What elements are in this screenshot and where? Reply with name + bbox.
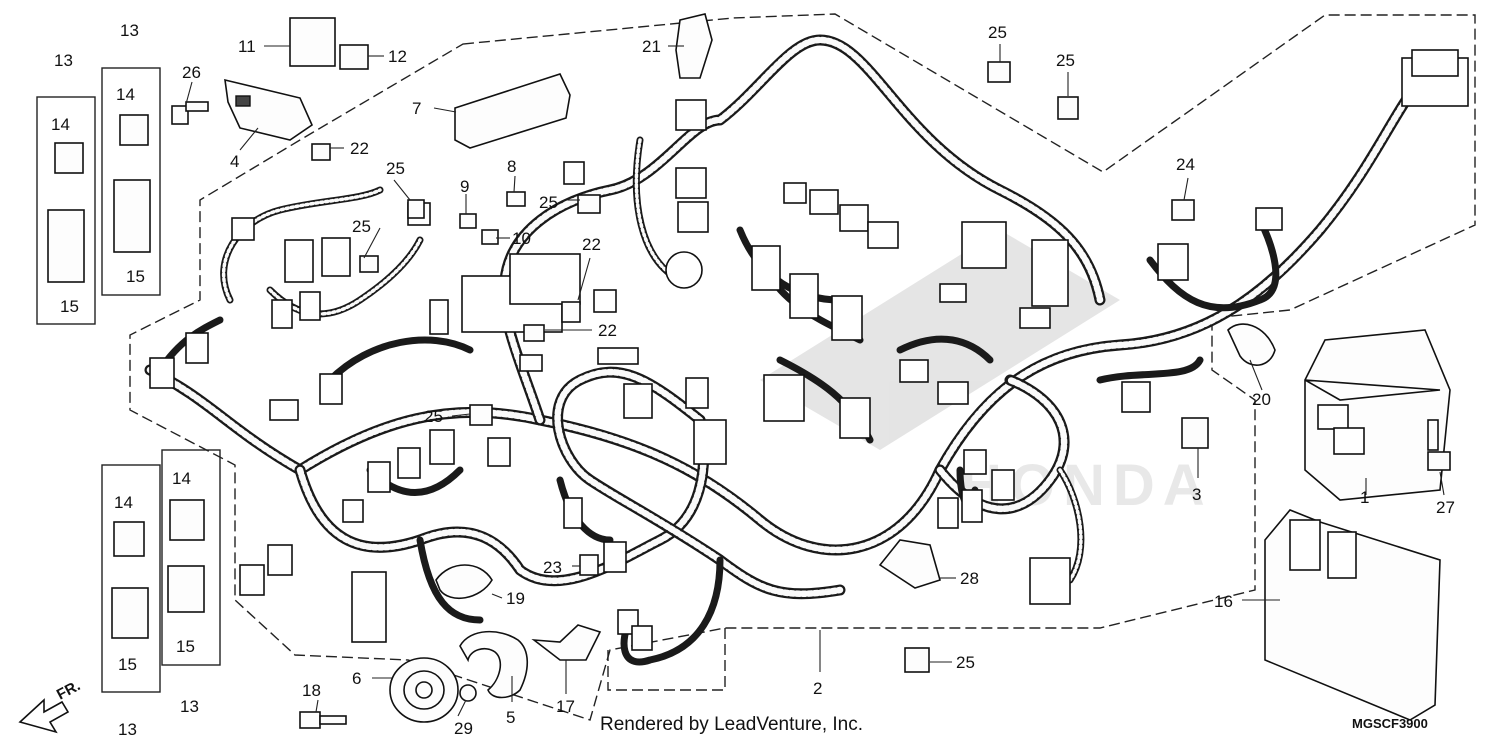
part-22-c	[523, 324, 545, 342]
callout-14-left-top: 14	[51, 115, 70, 134]
callout-14-mid-bottom: 14	[172, 469, 191, 488]
part-25-c	[407, 199, 425, 219]
callout-15-left-bottom: 15	[118, 655, 137, 674]
callout-28: 28	[960, 569, 979, 588]
callout-25-upper-left: 25	[386, 159, 405, 178]
callout-11: 11	[238, 37, 256, 56]
part-28-boot	[878, 539, 941, 589]
callout-13-left-bottom: 13	[118, 720, 137, 739]
callout-2: 2	[813, 679, 822, 698]
callout-12: 12	[388, 47, 407, 66]
part-6-horn	[389, 657, 459, 723]
callout-25-bottom: 25	[956, 653, 975, 672]
part-24-clip	[1171, 199, 1195, 221]
wire-harness	[144, 34, 1426, 600]
callout-15-mid-bottom: 15	[176, 637, 195, 656]
relay-box-mid-top	[101, 67, 161, 296]
part-3-block	[1181, 417, 1209, 449]
callout-4: 4	[230, 152, 239, 171]
callout-15-left-top: 15	[60, 297, 79, 316]
callout-13-mid-top: 13	[120, 21, 139, 40]
callout-8: 8	[507, 157, 516, 176]
callout-26: 26	[182, 63, 201, 82]
callout-22-mid: 22	[582, 235, 601, 254]
part-control-unit	[1304, 329, 1451, 501]
part-7-cover	[454, 73, 571, 149]
callout-10: 10	[512, 229, 531, 248]
callout-22-lower: 22	[598, 321, 617, 340]
callout-25-left-mid: 25	[352, 217, 371, 236]
harness-inner-boundary	[607, 628, 726, 691]
callout-15-mid-top: 15	[126, 267, 145, 286]
callout-23: 23	[543, 558, 562, 577]
callout-13-left-top: 13	[54, 51, 73, 70]
part-11-relay	[289, 17, 336, 67]
callout-21: 21	[642, 37, 661, 56]
relay-set-mid-top	[113, 114, 151, 253]
leader-lines	[185, 44, 1445, 717]
part-20-clamp	[1227, 323, 1276, 366]
part-26-bolt	[171, 101, 209, 125]
part-21-clip	[675, 13, 713, 79]
callout-25-top-right-b: 25	[1056, 51, 1075, 70]
part-23-clip	[579, 554, 599, 576]
callout-14-mid-top: 14	[116, 85, 135, 104]
callout-14-left-bottom: 14	[114, 493, 133, 512]
callout-29: 29	[454, 719, 473, 738]
relay-set-left-top	[47, 142, 85, 283]
part-22-a	[311, 143, 331, 161]
relay-box-left-top	[36, 96, 96, 325]
callout-6: 6	[352, 669, 361, 688]
part-16-ecu	[1264, 509, 1441, 721]
branch-wires	[156, 136, 1280, 666]
render-credit: Rendered by LeadVenture, Inc.	[600, 714, 863, 735]
callout-25-lower: 25	[424, 407, 443, 426]
part-25-b	[1057, 96, 1079, 120]
callout-1: 1	[1360, 488, 1369, 507]
part-4-bracket	[224, 78, 314, 141]
part-27-bolt	[1427, 419, 1451, 471]
front-direction-label: FR.	[54, 677, 83, 703]
part-8-fuse	[506, 191, 526, 207]
part-18-bolt	[299, 711, 347, 729]
callout-13-mid-bottom: 13	[180, 697, 199, 716]
part-25-a	[987, 61, 1011, 83]
callout-19: 19	[506, 589, 525, 608]
relay-box-mid-bottom	[161, 449, 221, 666]
front-direction-arrow: FR.	[18, 677, 83, 734]
harness-connectors	[149, 49, 1469, 651]
relay-box-left-bottom	[101, 464, 161, 693]
callout-7: 7	[412, 99, 421, 118]
callout-labels: 1 2 3 4 5 6 7 8 9 10 11 12 13 13 13 13 1…	[51, 21, 1455, 739]
callout-24: 24	[1176, 155, 1195, 174]
part-25-e	[577, 194, 601, 214]
callout-3: 3	[1192, 485, 1201, 504]
part-22-b	[561, 301, 581, 323]
callout-9: 9	[460, 177, 469, 196]
callout-18: 18	[302, 681, 321, 700]
main-harness-boundary	[129, 13, 1476, 721]
part-25-g	[904, 647, 930, 673]
part-25-d	[359, 255, 379, 273]
part-10-fuse	[481, 229, 499, 245]
part-5-clamp	[459, 630, 529, 699]
callout-20: 20	[1252, 390, 1271, 409]
callout-25-center: 25	[539, 193, 558, 212]
diagram-code: MGSCF3900	[1352, 716, 1428, 731]
part-25-f	[469, 404, 493, 426]
part-12-cap	[339, 44, 369, 70]
part-19-clamp	[435, 564, 493, 599]
callout-25-top-right-a: 25	[988, 23, 1007, 42]
part-17-bracket	[531, 624, 602, 661]
relay-set-left-bottom	[111, 521, 149, 639]
callout-5: 5	[506, 708, 515, 727]
part-29-washer	[459, 684, 477, 702]
callout-27: 27	[1436, 498, 1455, 517]
relay-set-mid-bottom	[167, 499, 205, 613]
callout-16: 16	[1214, 592, 1233, 611]
callout-22-top: 22	[350, 139, 369, 158]
callout-17: 17	[556, 697, 575, 716]
part-9-fuse	[459, 213, 477, 229]
